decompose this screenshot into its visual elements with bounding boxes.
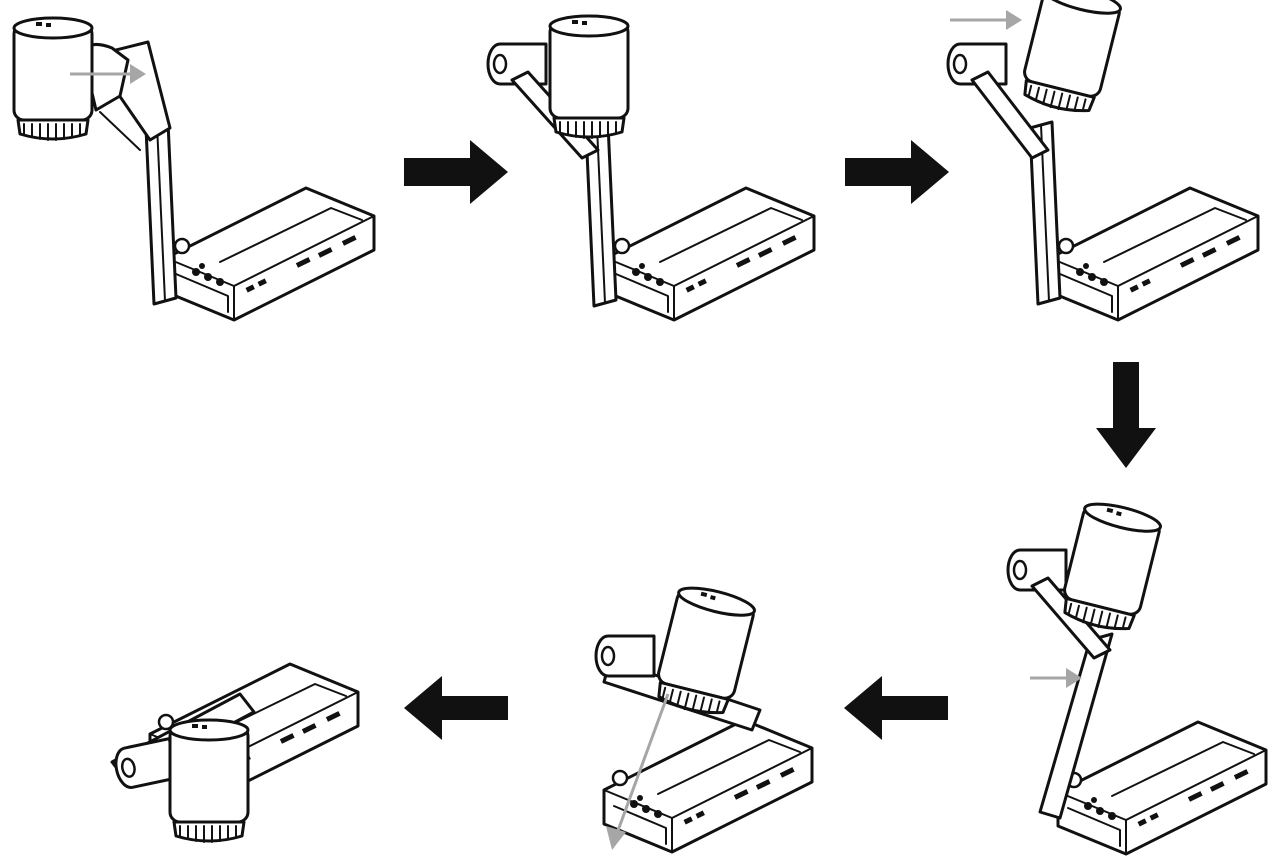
step-3-camera [946, 0, 1260, 322]
step-5-camera [594, 581, 814, 854]
step-2-camera [486, 14, 816, 322]
step-4-camera [1006, 497, 1268, 856]
step-1-camera [12, 16, 376, 322]
step-6-camera [110, 662, 360, 844]
flow-arrow-right-1 [404, 140, 508, 204]
flow-arrow-right-2 [845, 140, 949, 204]
flow-arrow-down [1096, 362, 1156, 468]
step-1-hint-arrow [70, 64, 146, 84]
step-4-hint-arrow [1030, 668, 1082, 688]
step-5-hint-arrow [606, 693, 670, 850]
step-3-hint-arrow [950, 10, 1022, 30]
flow-arrow-left-2 [404, 676, 508, 740]
flow-arrow-left-1 [844, 676, 948, 740]
